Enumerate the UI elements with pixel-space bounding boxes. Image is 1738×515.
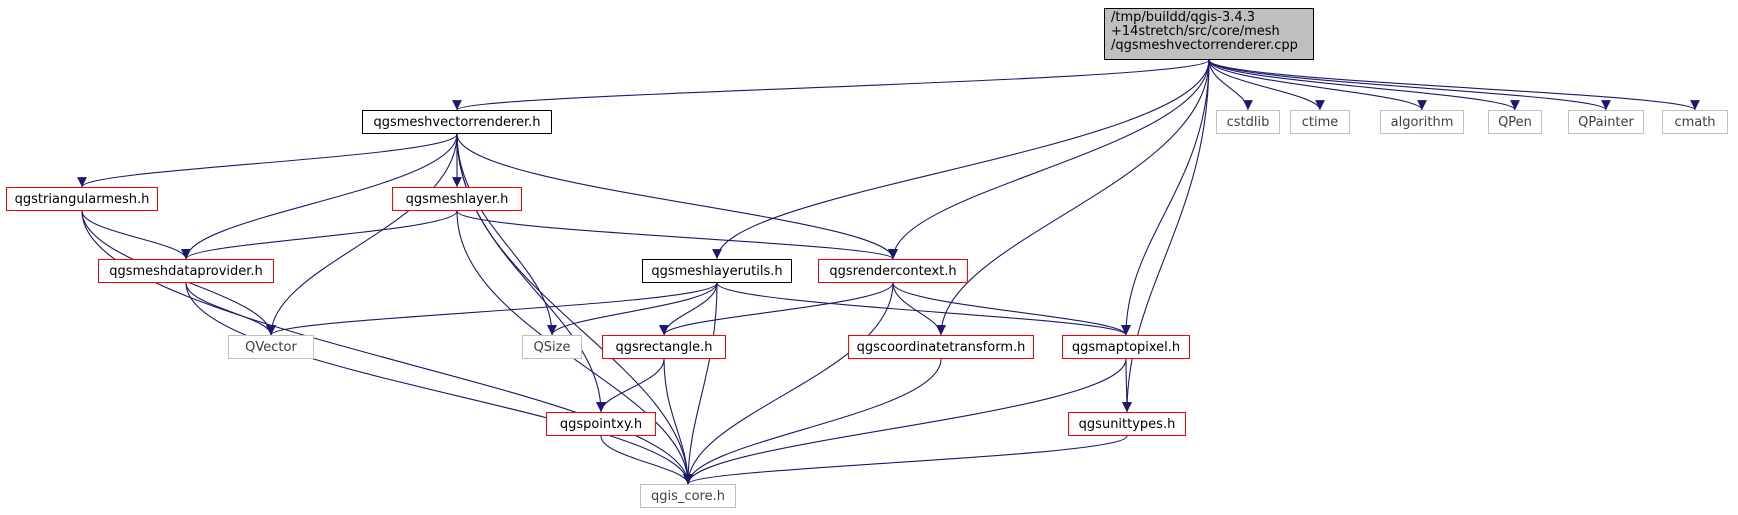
edge-layer_h-to-rc_h: [456, 210, 898, 260]
edge-root-to-qpen: [1208, 59, 1520, 111]
node-label: qgsmeshlayer.h: [405, 191, 509, 207]
node-layer-h[interactable]: qgsmeshlayer.h: [392, 187, 522, 211]
node-label: qgsrectangle.h: [615, 339, 713, 355]
node-label: QVector: [245, 339, 297, 355]
edge-lu_h-to-m2p_h: [716, 282, 1131, 336]
edge-lu_h-to-qvector: [266, 282, 718, 336]
edge-root-to-ctime: [1208, 59, 1325, 111]
edge-root-to-cmath: [1208, 59, 1700, 111]
edge-m2p_h-to-core_h: [683, 358, 1127, 485]
edge-lu_h-to-qsize: [547, 282, 718, 336]
node-m2p-h[interactable]: qgsmaptopixel.h: [1062, 335, 1190, 359]
edge-root-to-ut_h: [1122, 59, 1210, 413]
edge-lu_h-to-core_h: [683, 282, 718, 485]
edge-vr_h-to-qsize: [456, 133, 557, 336]
edge-dp_h-to-core_h: [185, 282, 693, 485]
edge-vr_h-to-tri_h: [77, 133, 458, 188]
edge-root-to-vr_h: [452, 59, 1210, 111]
node-label: qgsmaptopixel.h: [1071, 339, 1181, 355]
edge-m2p_h-to-ut_h: [1122, 358, 1132, 413]
edge-vr_h-to-pxy_h: [456, 133, 606, 413]
edge-ut_h-to-core_h: [683, 435, 1128, 485]
edge-root-to-qpainter: [1208, 59, 1611, 111]
edge-root-to-algorithm: [1208, 59, 1427, 111]
node-lu-h[interactable]: qgsmeshlayerutils.h: [642, 259, 792, 283]
edge-rc_h-to-rect_h: [659, 282, 894, 336]
node-pxy-h[interactable]: qgspointxy.h: [546, 412, 656, 436]
node-rect-h[interactable]: qgsrectangle.h: [602, 335, 726, 359]
node-label: qgsmeshlayerutils.h: [651, 263, 783, 279]
node-label: QSize: [533, 339, 571, 355]
edge-vr_h-to-rc_h: [456, 133, 898, 260]
node-ctime[interactable]: ctime: [1290, 110, 1350, 134]
node-label: cmath: [1674, 114, 1716, 130]
edge-lu_h-to-rect_h: [659, 282, 718, 336]
node-label: qgsrendercontext.h: [829, 263, 957, 279]
node-label: qgis_core.h: [651, 488, 725, 504]
edge-root-to-cstdlib: [1208, 59, 1253, 111]
edge-root-to-lu_h: [712, 59, 1210, 260]
node-label: ctime: [1301, 114, 1339, 130]
node-dp-h[interactable]: qgsmeshdataprovider.h: [98, 259, 274, 283]
node-label-line: /qgsmeshvectorrenderer.cpp: [1111, 38, 1298, 53]
node-label: qgsunittypes.h: [1078, 416, 1176, 432]
node-qvector[interactable]: QVector: [228, 335, 314, 359]
edge-rc_h-to-ct_h: [892, 282, 946, 336]
node-algorithm[interactable]: algorithm: [1380, 110, 1464, 134]
edge-root-to-ct_h: [936, 59, 1210, 336]
node-label: qgscoordinatetransform.h: [856, 339, 1026, 355]
node-label-line: /tmp/buildd/qgis-3.4.3: [1111, 10, 1256, 25]
node-label: qgsmeshvectorrenderer.h: [373, 114, 541, 130]
edge-rc_h-to-core_h: [683, 282, 894, 485]
node-core-h[interactable]: qgis_core.h: [640, 484, 736, 508]
node-cstdlib[interactable]: cstdlib: [1216, 110, 1280, 134]
edge-rect_h-to-core_h: [663, 358, 693, 485]
node-root[interactable]: /tmp/buildd/qgis-3.4.3+14stretch/src/cor…: [1104, 8, 1314, 60]
edge-tri_h-to-core_h: [81, 210, 693, 485]
node-label: qgstriangularmesh.h: [14, 191, 150, 207]
node-label: QPen: [1498, 114, 1532, 130]
edge-root-to-rc_h: [888, 59, 1210, 260]
edge-rc_h-to-m2p_h: [892, 282, 1131, 336]
node-rc-h[interactable]: qgsrendercontext.h: [818, 259, 968, 283]
edge-layer_h-to-dp_h: [181, 210, 458, 260]
edge-tri_h-to-dp_h: [81, 210, 191, 260]
node-ct-h[interactable]: qgscoordinatetransform.h: [848, 335, 1034, 359]
node-vr-h[interactable]: qgsmeshvectorrenderer.h: [362, 110, 552, 134]
node-label: cstdlib: [1226, 114, 1270, 130]
edge-vr_h-to-dp_h: [181, 133, 458, 260]
edge-rect_h-to-pxy_h: [596, 358, 665, 413]
node-qsize[interactable]: QSize: [522, 335, 582, 359]
node-label: QPainter: [1578, 114, 1634, 130]
node-tri-h[interactable]: qgstriangularmesh.h: [6, 187, 158, 211]
node-label-line: +14stretch/src/core/mesh: [1111, 24, 1280, 39]
node-ut-h[interactable]: qgsunittypes.h: [1068, 412, 1186, 436]
node-label: algorithm: [1390, 114, 1454, 130]
edge-root-to-m2p_h: [1121, 59, 1210, 336]
node-cmath[interactable]: cmath: [1662, 110, 1728, 134]
node-qpainter[interactable]: QPainter: [1568, 110, 1644, 134]
node-qpen[interactable]: QPen: [1488, 110, 1542, 134]
node-label: qgspointxy.h: [559, 416, 643, 432]
node-label: qgsmeshdataprovider.h: [109, 263, 263, 279]
edge-ct_h-to-core_h: [683, 358, 942, 485]
edge-vr_h-to-qvector: [266, 133, 458, 336]
